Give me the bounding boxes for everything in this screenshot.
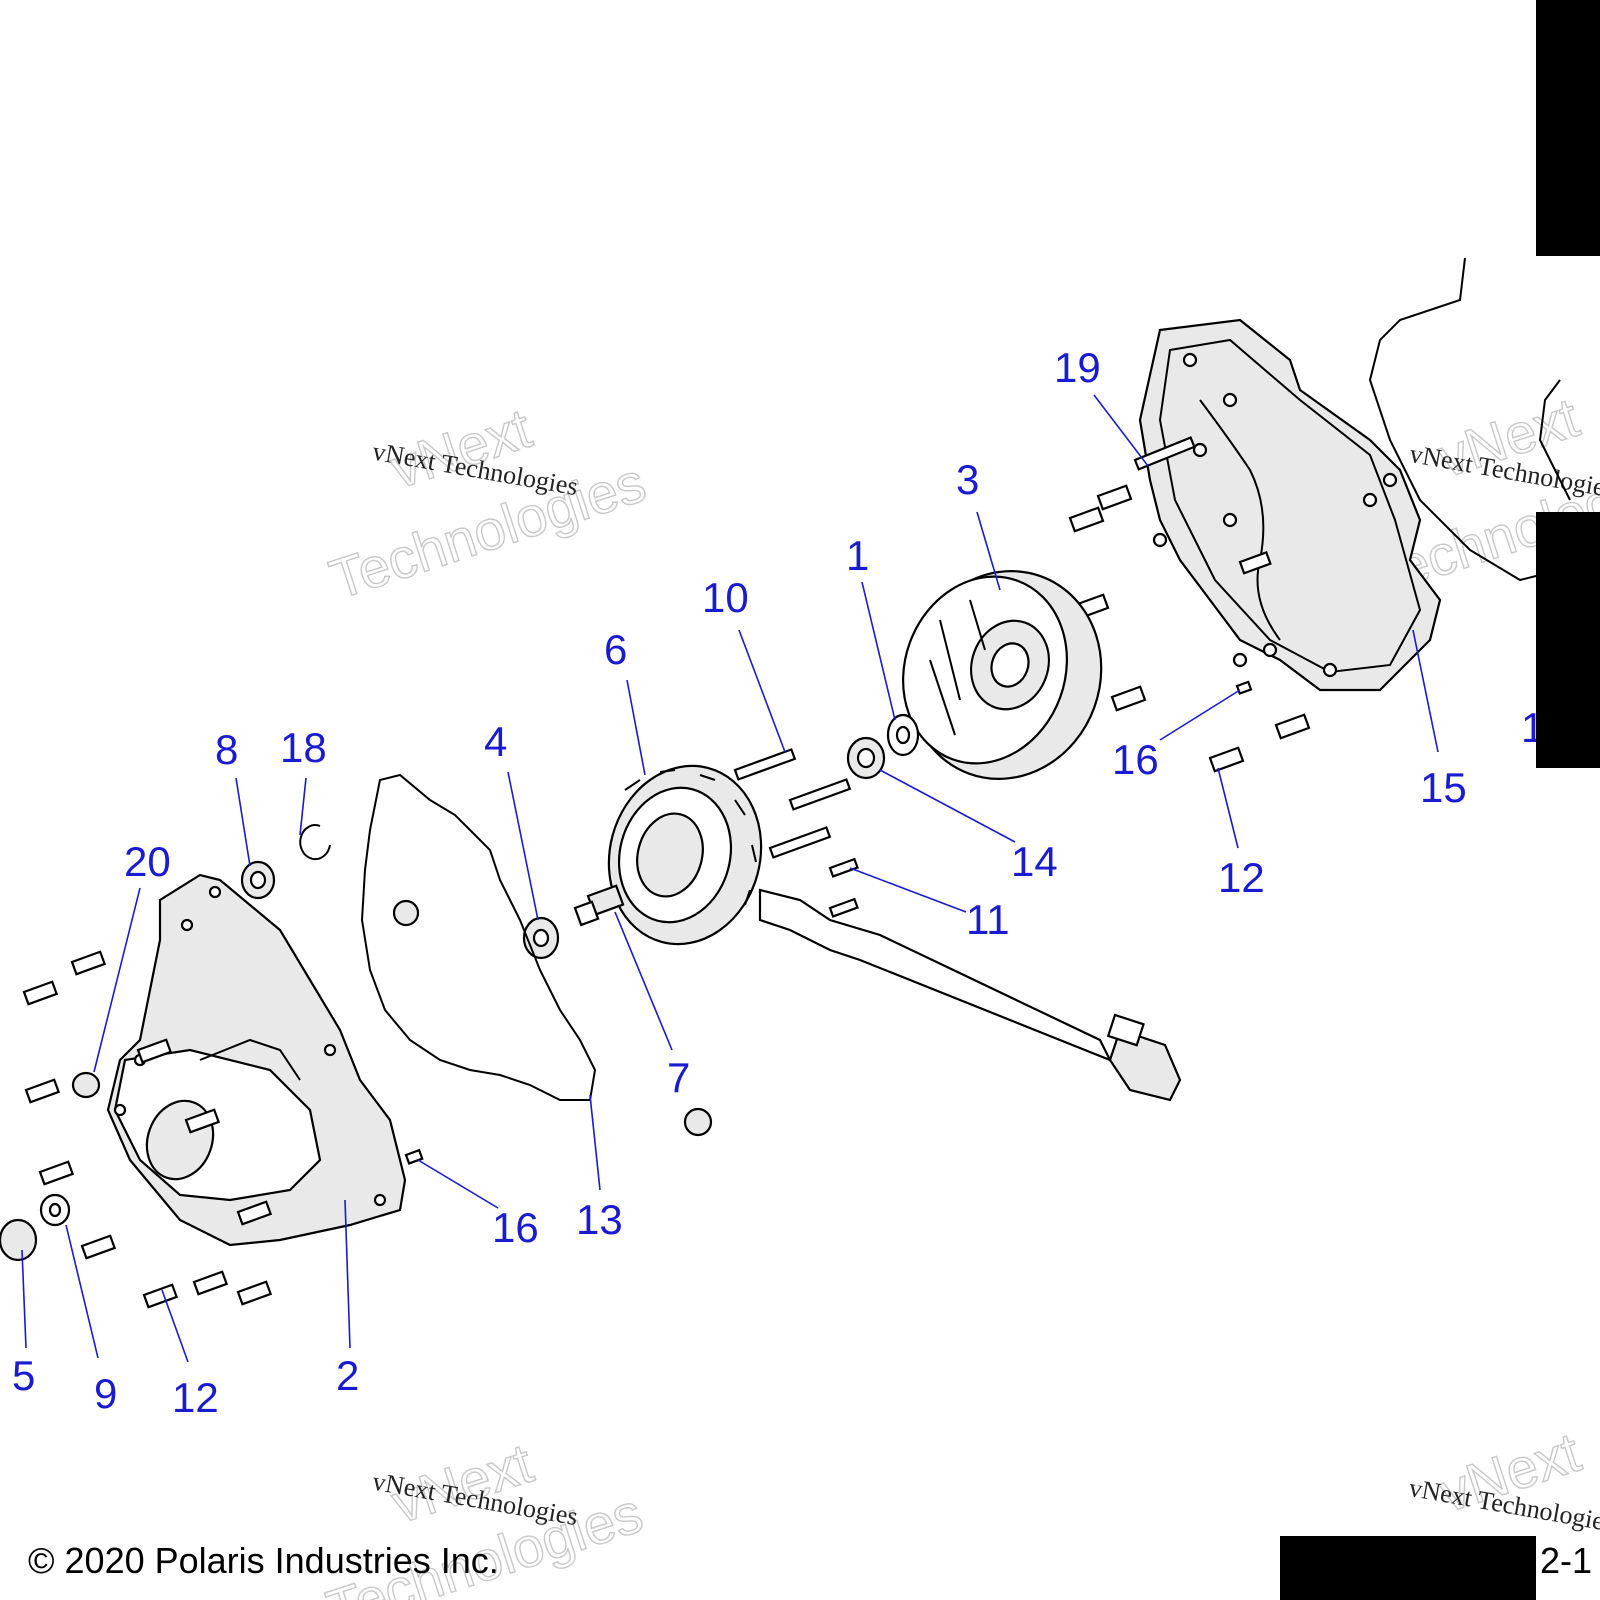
callout-18: 18 <box>280 724 327 771</box>
part-snap-ring-18 <box>299 824 331 861</box>
part-flywheel-3 <box>902 570 1103 780</box>
part-nut-14-hole <box>856 747 876 769</box>
callout-4: 4 <box>484 718 507 765</box>
callout-13: 13 <box>576 1196 623 1243</box>
part-washer-9-hole <box>48 1202 62 1218</box>
page-number: 2-1 <box>1540 1540 1593 1581</box>
part-seal-20 <box>71 1071 101 1099</box>
callout-14: 14 <box>1011 838 1058 885</box>
callout-15: 15 <box>1420 764 1467 811</box>
callout-16-left: 16 <box>492 1204 539 1251</box>
copyright-text: © 2020 Polaris Industries Inc. <box>28 1540 499 1581</box>
callout-16-right: 16 <box>1112 736 1159 783</box>
callout-8: 8 <box>215 726 238 773</box>
callout-10: 10 <box>702 574 749 621</box>
bolts-housing-group <box>1068 436 1311 773</box>
part-spacer-4-hole <box>532 928 550 948</box>
callout-11: 11 <box>966 896 1010 943</box>
bolts-stator-10 <box>733 748 852 859</box>
callout-7: 7 <box>667 1054 690 1101</box>
redaction-block-bottom <box>1280 1536 1536 1600</box>
callout-12-right: 12 <box>1218 854 1265 901</box>
callout-5: 5 <box>12 1352 35 1399</box>
part-grommet-7 <box>573 884 713 1137</box>
watermark-lower-right: vNext vNext Technologies <box>1407 1419 1600 1537</box>
leader-lines <box>21 394 1439 1363</box>
screws-11 <box>828 857 859 918</box>
callout-19: 19 <box>1054 344 1101 391</box>
part-gasket-13 <box>360 773 597 1101</box>
part-seal-5 <box>0 1218 38 1262</box>
callout-6: 6 <box>604 626 627 673</box>
part-housing-15 <box>1138 257 1571 692</box>
part-gasket-13-grommet <box>392 899 420 927</box>
callout-12-left: 12 <box>172 1374 219 1421</box>
part-cover-2 <box>106 873 407 1247</box>
callout-1: 1 <box>846 532 869 579</box>
callout-9: 9 <box>94 1370 117 1417</box>
part-stator-6 <box>607 764 1182 1102</box>
bolts-cover-group <box>22 950 424 1309</box>
callout-3: 3 <box>956 456 979 503</box>
redaction-block-top-right <box>1536 0 1600 256</box>
redaction-block-mid-right <box>1536 512 1600 768</box>
callout-2: 2 <box>336 1352 359 1399</box>
part-washer-1-hole <box>895 725 911 745</box>
watermark-upper-left: vNext Technologies vNext Technologies <box>322 395 654 611</box>
callout-20: 20 <box>124 838 171 885</box>
part-bearing-8-hole <box>249 870 267 890</box>
